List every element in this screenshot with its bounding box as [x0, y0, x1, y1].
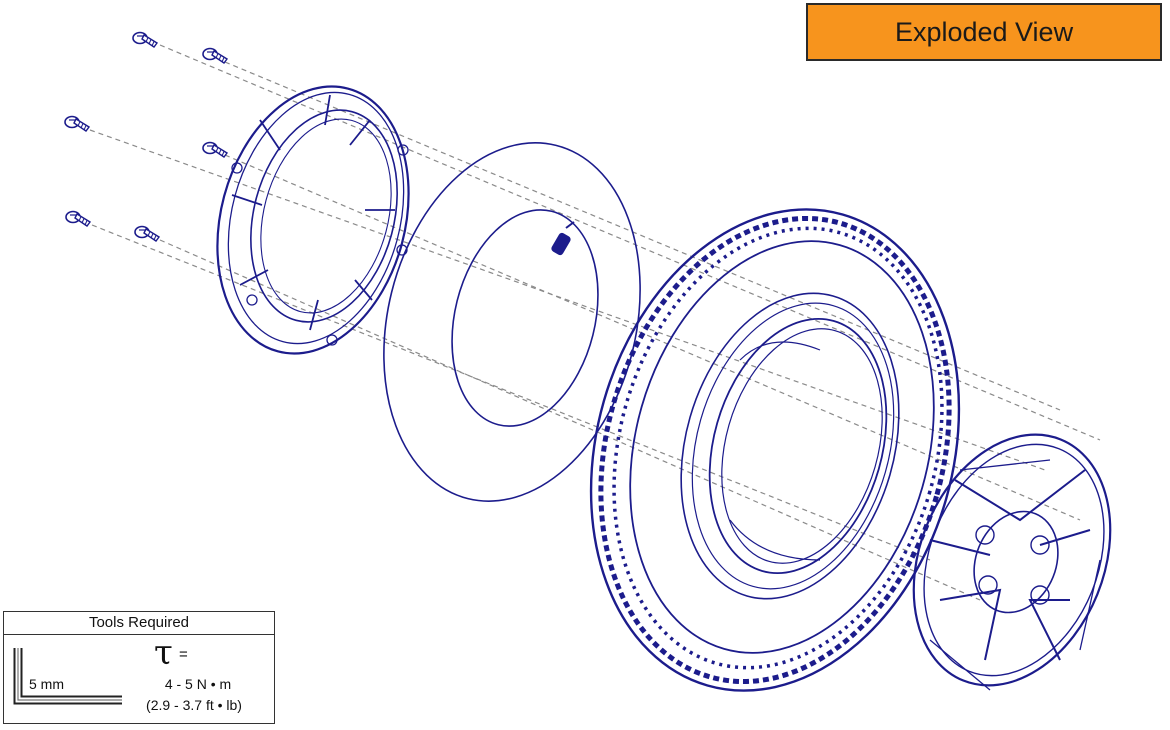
- valve-stem-icon: [551, 221, 575, 256]
- screw-2: [202, 47, 228, 64]
- exploded-view-label: Exploded View: [894, 16, 1074, 47]
- torque-imperial: (2.9 - 3.7 ft • lb): [146, 697, 242, 713]
- mounting-screws: [64, 31, 228, 242]
- torque-metric: 4 - 5 N • m: [164, 676, 232, 692]
- screw-4: [202, 141, 228, 158]
- tools-required-title: Tools Required: [4, 612, 274, 635]
- hub-cap: [912, 433, 1112, 691]
- screw-1: [132, 31, 158, 48]
- torque-symbol: τ: [154, 633, 173, 673]
- screw-6: [134, 225, 160, 242]
- torque-equals: =: [179, 646, 188, 663]
- tire: [589, 208, 961, 692]
- rim-half: [216, 85, 410, 355]
- assembly-guide-lines: [89, 44, 1101, 601]
- hex-key-icon: [13, 648, 122, 705]
- exploded-view-badge: Exploded View: [806, 3, 1162, 61]
- hex-key-size: 5 mm: [29, 676, 64, 692]
- screw-5: [65, 210, 91, 227]
- tools-required-box: Tools Required 5 mm τ = 4 - 5 N • m (2.9…: [3, 611, 275, 724]
- screw-3: [64, 115, 90, 132]
